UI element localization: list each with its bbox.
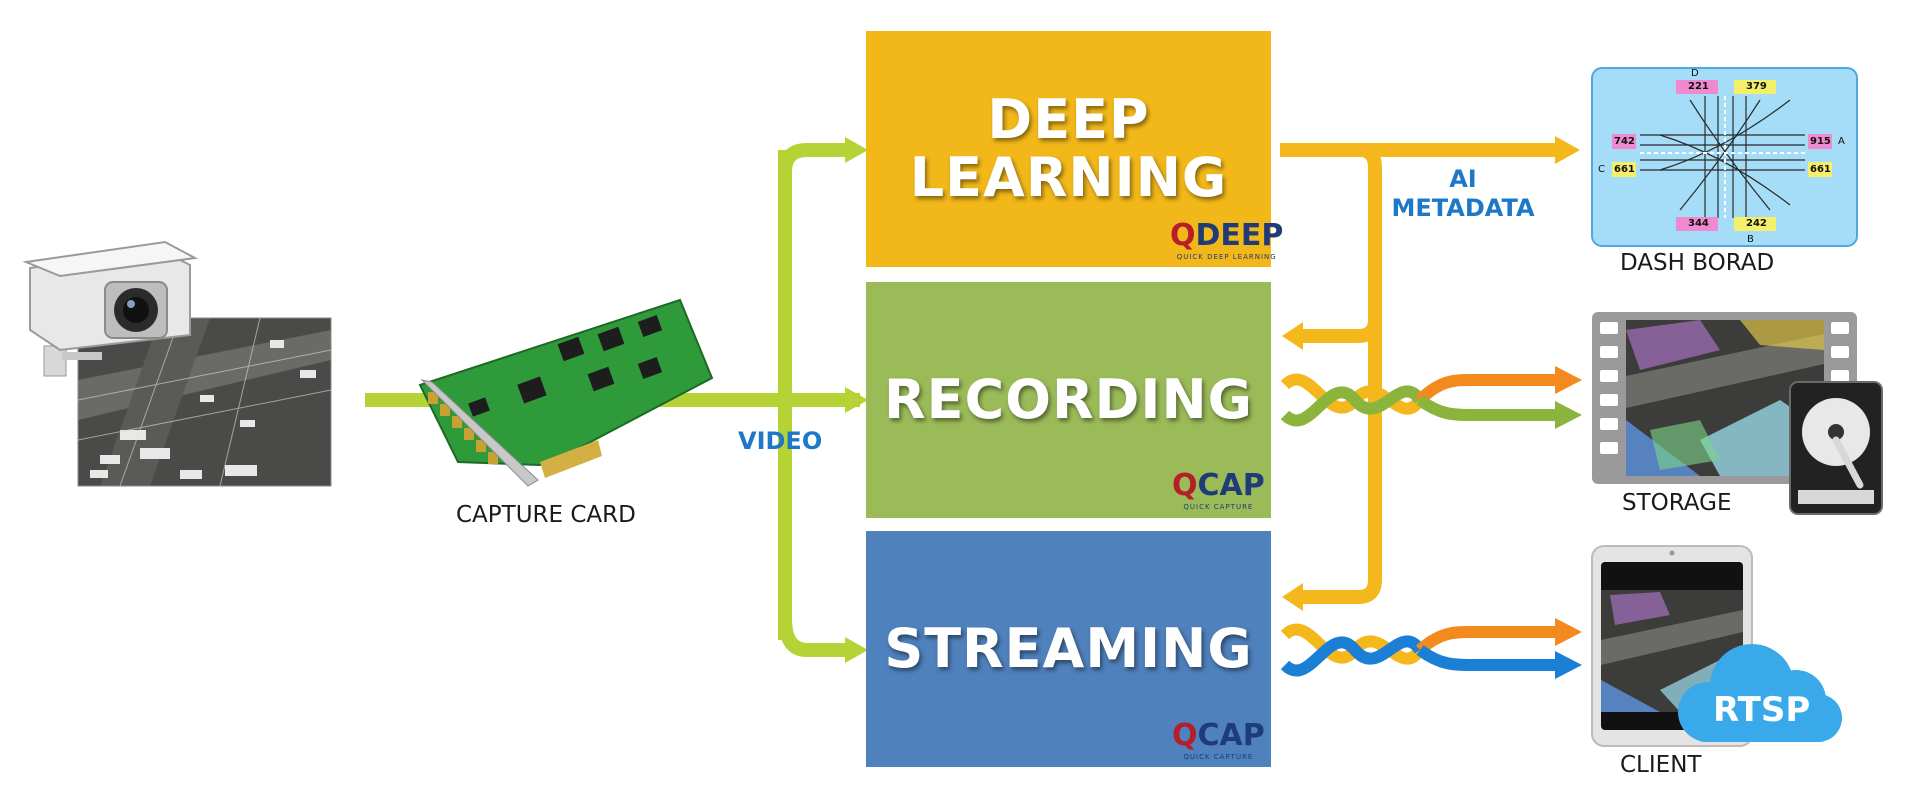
metadata-flow-arrows — [1280, 136, 1580, 611]
dashboard-panel — [1591, 67, 1858, 247]
dashboard-value-344: 344 — [1688, 218, 1709, 229]
recording-title: RECORDING — [883, 367, 1254, 431]
deep-learning-block: DEEP LEARNING — [866, 31, 1271, 267]
qdeep-logo-sub: QUICK DEEP LEARNING — [1176, 253, 1277, 261]
qcap-logo-q: Q — [1172, 718, 1198, 753]
dashboard-value-379: 379 — [1746, 81, 1767, 92]
dashboard-letter-b: B — [1747, 234, 1754, 245]
dashboard-value-742: 742 — [1614, 136, 1635, 147]
deep-learning-title: DEEP LEARNING — [909, 87, 1228, 209]
hard-drive-icon — [1789, 381, 1883, 515]
qcap-logo-sub: QUICK CAPTURE — [1183, 503, 1254, 511]
qdeep-logo: QDEEP QUICK DEEP LEARNING — [1170, 218, 1283, 261]
rtsp-cloud-icon — [1678, 644, 1842, 742]
qcap-logo-text: CAP — [1197, 718, 1265, 753]
qcap-logo-text: CAP — [1197, 468, 1265, 503]
recording-output-arrows — [1280, 366, 1582, 429]
capture-card-label: CAPTURE CARD — [456, 502, 636, 528]
dashboard-letter-d: D — [1691, 68, 1699, 79]
dashboard-letter-a: A — [1838, 136, 1845, 147]
storage-label: STORAGE — [1622, 490, 1732, 516]
streaming-block: STREAMING — [866, 531, 1271, 767]
recording-block: RECORDING — [866, 282, 1271, 518]
client-label: CLIENT — [1620, 752, 1702, 778]
capture-card-image — [418, 298, 714, 487]
camera-icon — [22, 240, 199, 377]
dashboard-label: DASH BORAD — [1620, 250, 1775, 276]
dashboard-value-661-left: 661 — [1614, 164, 1635, 175]
qcap-logo-sub: QUICK CAPTURE — [1183, 753, 1254, 761]
dashboard-value-221: 221 — [1688, 81, 1709, 92]
qcap-logo-streaming: QCAP QUICK CAPTURE — [1172, 718, 1265, 761]
dashboard-value-661-right: 661 — [1810, 164, 1831, 175]
dashboard-value-242: 242 — [1746, 218, 1767, 229]
streaming-title: STREAMING — [884, 616, 1253, 680]
video-label: VIDEO — [738, 427, 823, 455]
dashboard-letter-c: C — [1598, 164, 1605, 175]
rtsp-label: RTSP — [1713, 690, 1811, 730]
qcap-logo-q: Q — [1172, 468, 1198, 503]
dashboard-value-915: 915 — [1810, 136, 1831, 147]
traffic-photo — [77, 317, 332, 487]
streaming-output-arrows — [1280, 618, 1582, 679]
ai-metadata-label: AI METADATA — [1391, 165, 1535, 222]
qcap-logo-recording: QCAP QUICK CAPTURE — [1172, 468, 1265, 511]
qdeep-logo-text: DEEP — [1195, 218, 1284, 253]
qdeep-logo-q: Q — [1170, 218, 1196, 253]
